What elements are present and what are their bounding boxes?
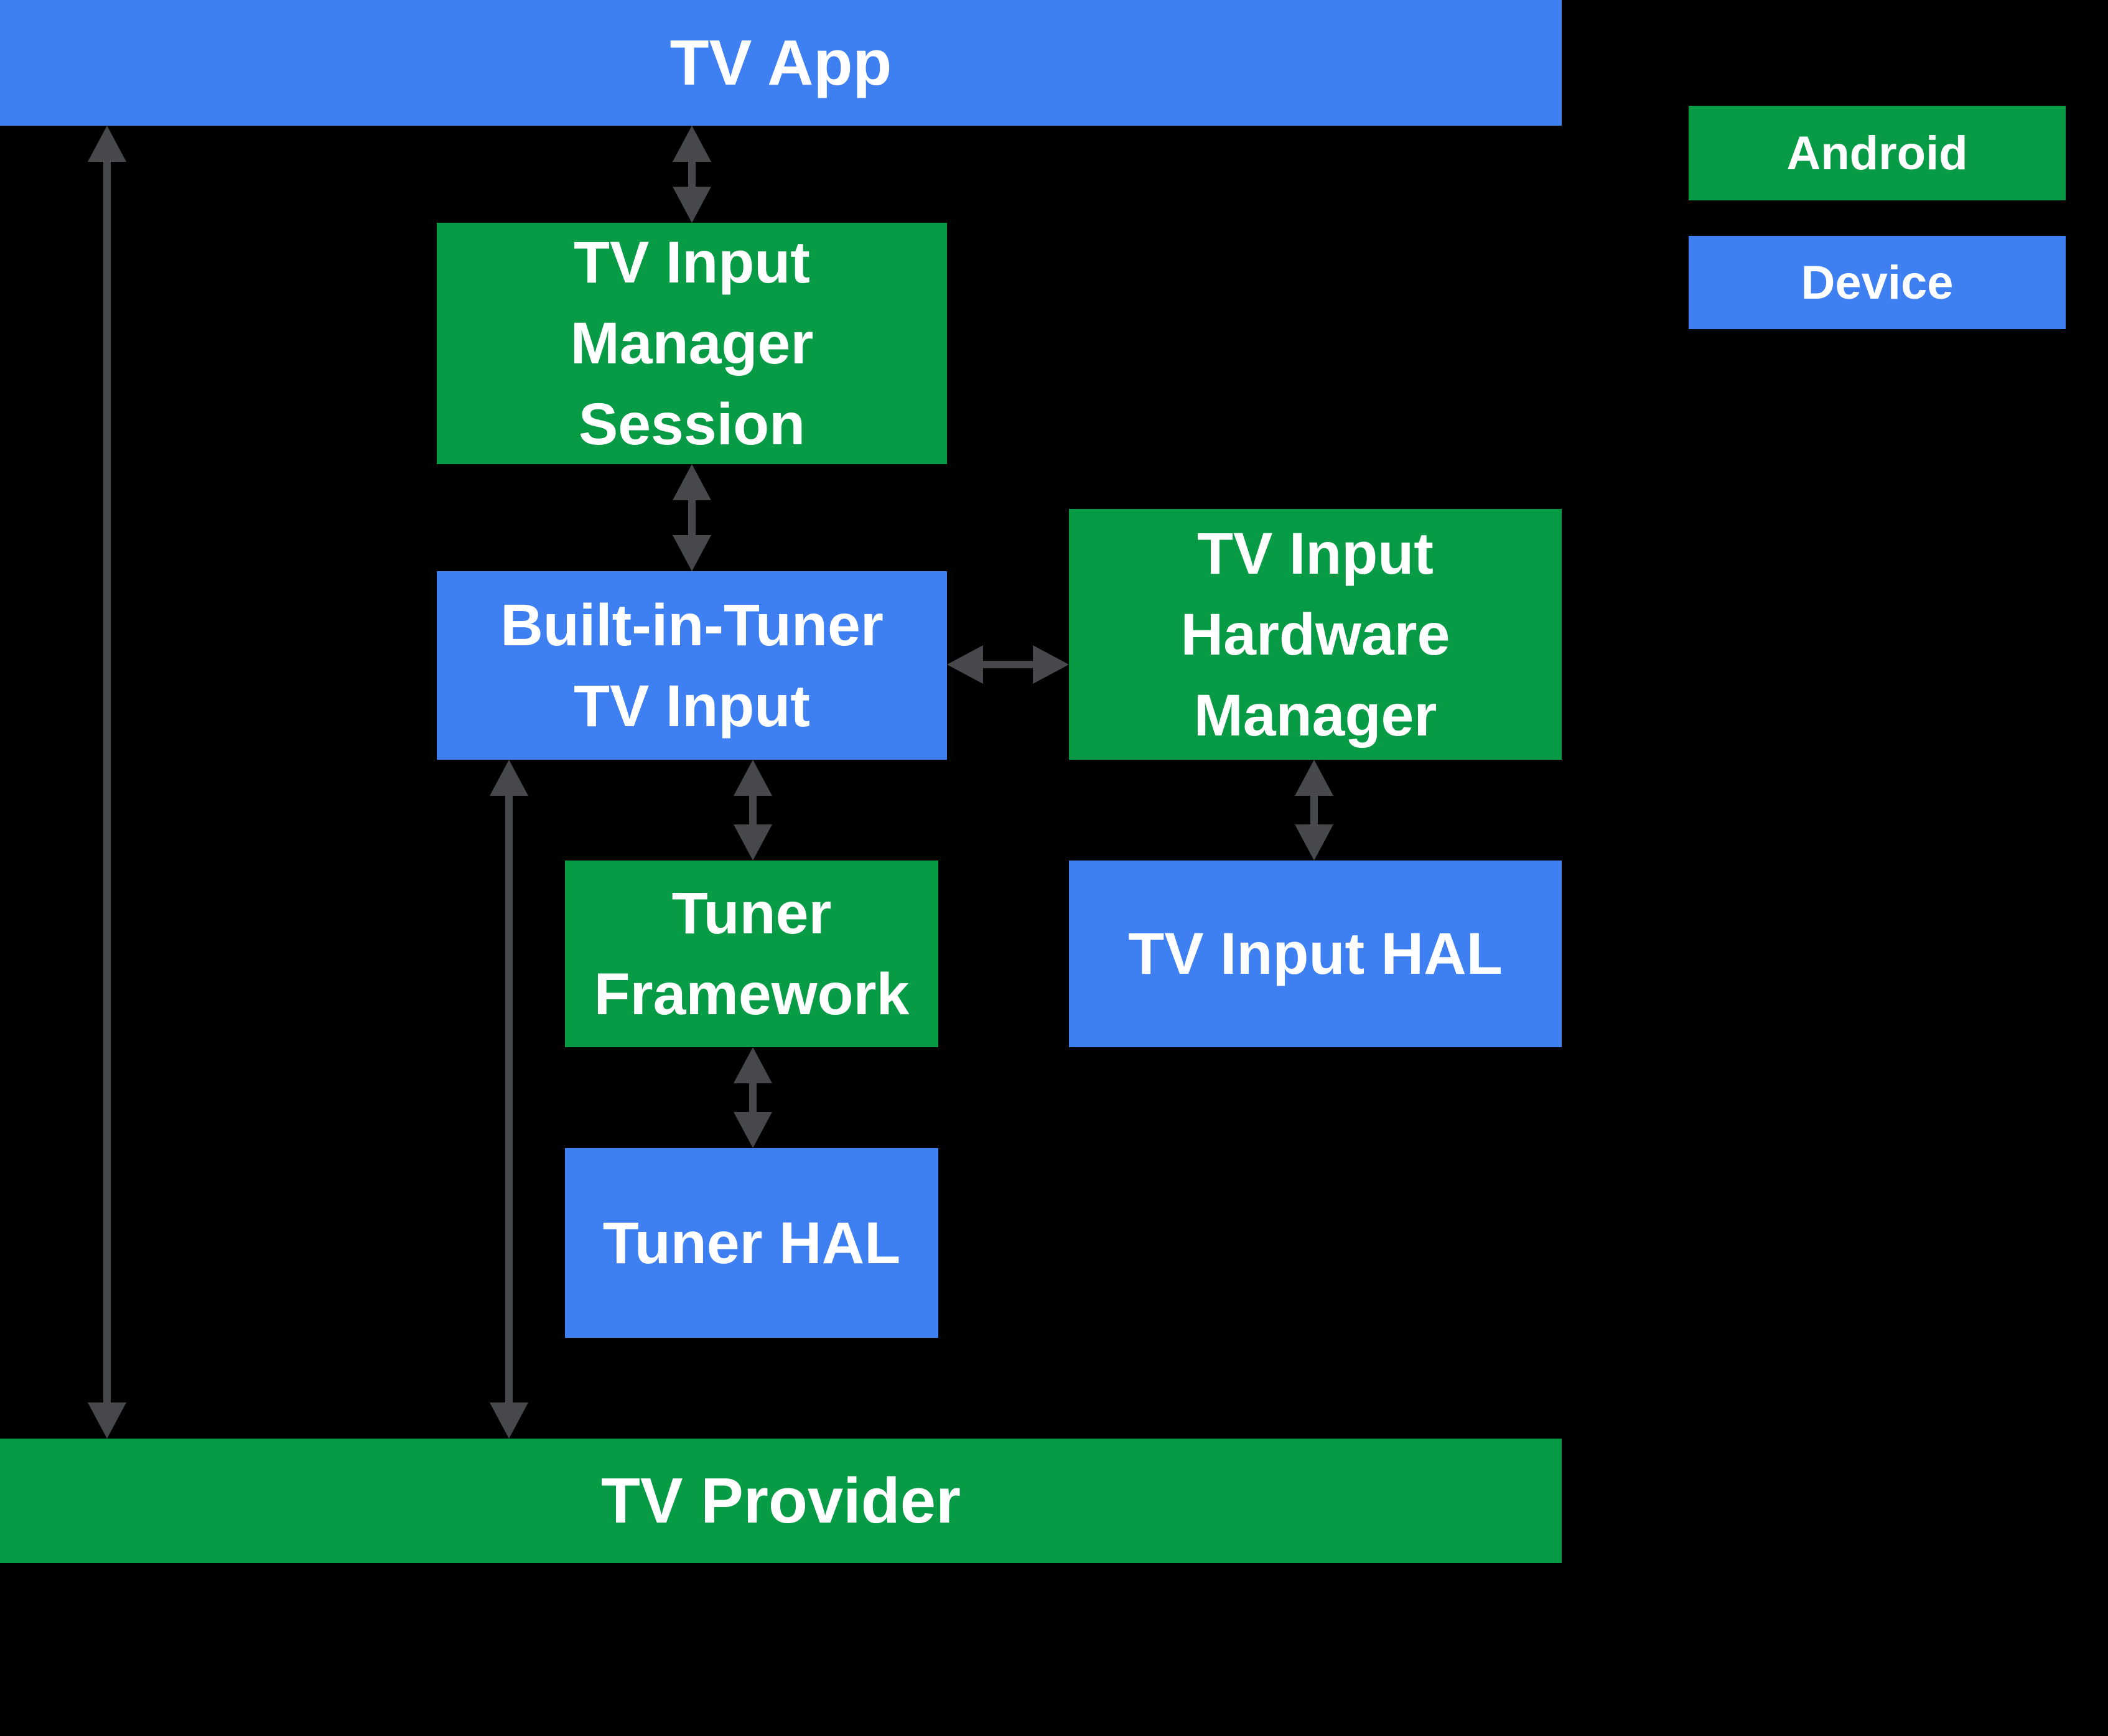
arrow-shaft	[749, 796, 757, 824]
arrow-tv-app-tv-provider	[88, 126, 126, 1439]
arrow-tv-app-session	[673, 126, 711, 223]
node-label: TV Input	[1197, 520, 1434, 587]
node-tuner-hal: Tuner HAL	[565, 1148, 938, 1338]
node-tv-input-manager-session: TV Input Manager Session	[437, 223, 947, 464]
node-tv-input-hal: TV Input HAL	[1069, 861, 1562, 1047]
arrow-shaft	[983, 661, 1033, 668]
arrowhead-up-icon	[88, 126, 126, 162]
node-label: Hardware	[1180, 601, 1450, 668]
node-tuner-framework: Tuner Framework	[565, 861, 938, 1047]
node-label: TV App	[669, 27, 892, 98]
node-label: Tuner	[671, 880, 832, 946]
arrowhead-down-icon	[673, 187, 711, 223]
arrowhead-down-icon	[734, 1112, 772, 1148]
arrow-shaft	[749, 1083, 757, 1112]
arrow-built-in-tuner-tuner-framework	[734, 760, 772, 861]
arrowhead-down-icon	[734, 824, 772, 861]
arrowhead-up-icon	[673, 126, 711, 162]
arrowhead-up-icon	[1295, 760, 1333, 796]
node-label: TV Input	[574, 230, 810, 296]
arrow-shaft	[688, 500, 696, 535]
arrow-built-in-tuner-hardware-manager	[947, 645, 1069, 684]
node-label: Session	[578, 391, 806, 457]
arrow-shaft	[505, 796, 513, 1402]
node-label: Tuner HAL	[602, 1210, 901, 1276]
arrowhead-down-icon	[490, 1402, 528, 1439]
arrow-shaft	[103, 162, 111, 1402]
legend-device-label: Device	[1801, 256, 1954, 309]
node-label: TV Provider	[600, 1465, 961, 1536]
legend-android: Android	[1689, 106, 2066, 200]
arrowhead-down-icon	[1295, 824, 1333, 861]
arrowhead-up-icon	[734, 760, 772, 796]
legend-device: Device	[1689, 236, 2066, 329]
node-label: Framework	[594, 961, 910, 1027]
legend-android-label: Android	[1786, 126, 1968, 180]
node-label: Manager	[1193, 682, 1437, 749]
arrowhead-up-icon	[734, 1047, 772, 1083]
arrowhead-up-icon	[673, 464, 711, 500]
arrowhead-down-icon	[88, 1402, 126, 1439]
node-tv-input-hardware-manager: TV Input Hardware Manager	[1069, 509, 1562, 760]
arrow-shaft	[688, 162, 696, 187]
arrow-hardware-manager-tv-input-hal	[1295, 760, 1333, 861]
arrowhead-up-icon	[490, 760, 528, 796]
arrowhead-down-icon	[673, 535, 711, 571]
node-tv-provider: TV Provider	[0, 1439, 1562, 1563]
arrow-built-in-tuner-tv-provider	[490, 760, 528, 1439]
node-label: TV Input	[574, 673, 810, 739]
node-label: Manager	[570, 310, 814, 376]
arrow-shaft	[1310, 796, 1318, 824]
node-label: Built-in-Tuner	[500, 592, 884, 658]
node-built-in-tuner-tv-input: Built-in-Tuner TV Input	[437, 571, 947, 760]
arrow-session-built-in-tuner	[673, 464, 711, 571]
arrowhead-left-icon	[947, 645, 983, 684]
node-label: TV Input HAL	[1128, 921, 1503, 987]
arrowhead-right-icon	[1033, 645, 1069, 684]
arrow-tuner-framework-tuner-hal	[734, 1047, 772, 1148]
node-tv-app: TV App	[0, 0, 1562, 126]
